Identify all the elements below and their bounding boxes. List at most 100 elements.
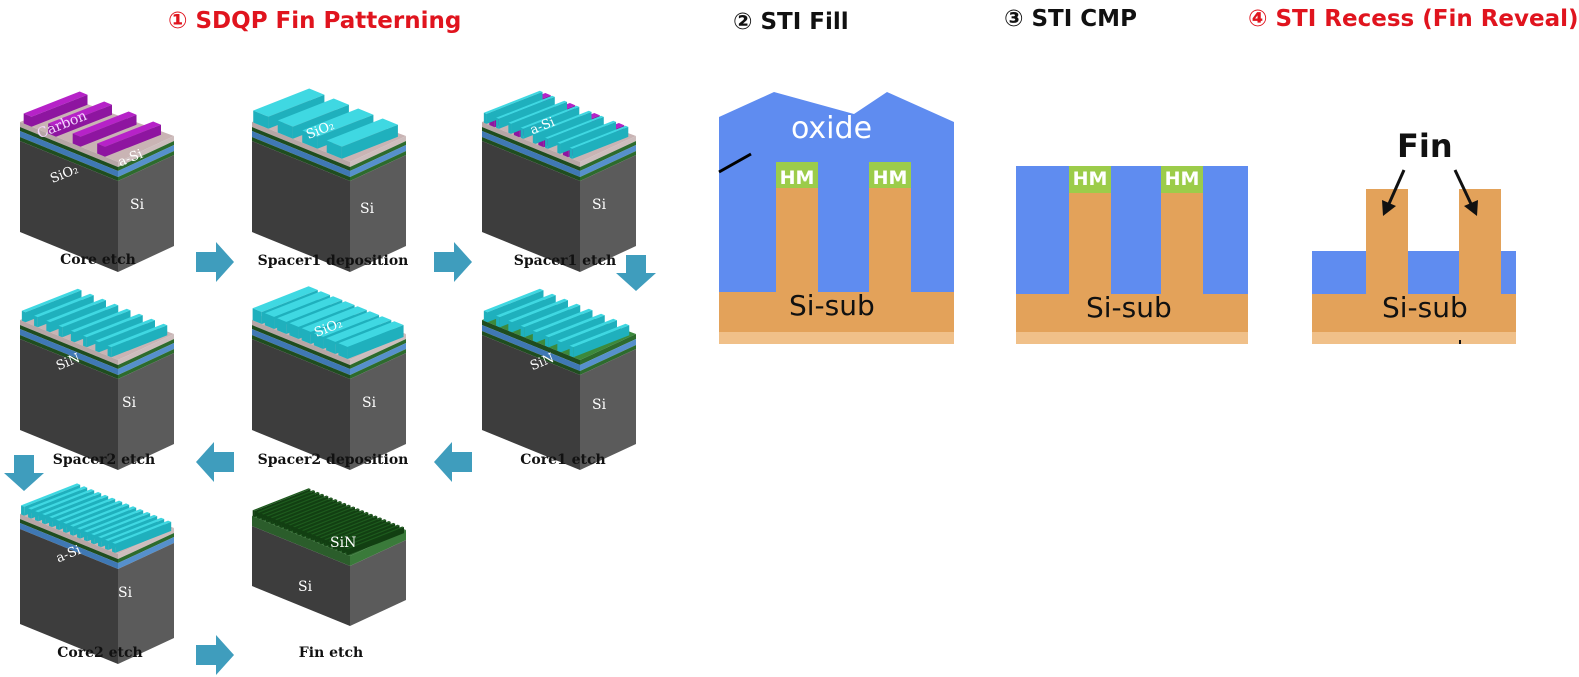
- line-side: [560, 121, 617, 154]
- block-layer: [20, 131, 118, 177]
- line-top: [496, 95, 555, 119]
- line-side: [346, 548, 348, 556]
- line-side: [302, 130, 318, 149]
- line-top: [97, 121, 162, 147]
- line-top: [328, 519, 387, 542]
- line-top: [508, 298, 569, 323]
- line-side: [310, 533, 313, 541]
- caption-spacer1-deposition: Spacer1 deposition: [257, 253, 409, 269]
- block-substrate: [20, 339, 118, 470]
- caption-core2-etch: Core2 etch: [57, 645, 143, 661]
- line-top: [58, 303, 119, 328]
- block-substrate: [252, 141, 350, 272]
- line-side: [56, 519, 60, 530]
- caption-spacer1-etch: Spacer1 etch: [513, 253, 617, 269]
- line-side: [277, 318, 287, 334]
- line-side: [326, 140, 342, 159]
- line-top: [545, 313, 605, 338]
- block-layer: [20, 325, 118, 369]
- line-top: [105, 517, 165, 541]
- title-sdqp-fin-patterning: ① SDQP Fin Patterning: [168, 8, 462, 34]
- line-top: [346, 526, 404, 550]
- line-side: [105, 124, 162, 157]
- line-top: [557, 120, 617, 144]
- line-side: [70, 525, 74, 536]
- arrow-right-icon: [196, 635, 234, 675]
- block-substrate: [580, 155, 636, 272]
- block-layer: [350, 343, 406, 375]
- block-layer: [20, 320, 118, 365]
- line-side: [301, 530, 304, 537]
- line-top: [72, 111, 137, 137]
- line-side: [496, 315, 500, 328]
- line-side: [288, 524, 291, 532]
- block-layer: [252, 131, 350, 177]
- line-top: [557, 318, 618, 343]
- line-side: [496, 117, 499, 129]
- line-side: [83, 335, 87, 348]
- block-substrate: [118, 155, 174, 272]
- line-top: [337, 522, 396, 546]
- line-top: [21, 483, 81, 507]
- line-side: [21, 505, 25, 516]
- block-layer: [20, 335, 118, 379]
- line-side: [573, 325, 630, 358]
- line-side: [523, 106, 580, 139]
- line-top: [253, 88, 325, 117]
- line-side: [313, 333, 324, 349]
- line-side: [511, 101, 568, 134]
- block-layer: [580, 141, 636, 171]
- line-top: [302, 108, 374, 137]
- line-top: [569, 125, 629, 149]
- title-sti-cmp: ③ STI CMP: [1004, 6, 1137, 32]
- line-side: [107, 345, 112, 358]
- line-top: [319, 515, 378, 539]
- block-layer: [118, 339, 174, 369]
- line-top: [532, 110, 592, 134]
- line-side: [483, 112, 487, 124]
- line-side: [253, 110, 269, 129]
- line-side: [72, 133, 81, 147]
- line-top: [35, 489, 95, 513]
- line-side: [306, 532, 308, 539]
- block-layer: [350, 145, 406, 177]
- line-side: [97, 143, 106, 157]
- line-side: [319, 537, 322, 545]
- line-top: [288, 502, 347, 526]
- line-side: [557, 340, 562, 353]
- line-side: [84, 531, 88, 542]
- label-si-2: Si: [360, 201, 375, 217]
- block-layer: [350, 151, 406, 181]
- line-side: [34, 315, 38, 328]
- block-layer: [482, 325, 580, 371]
- block-substrate: [20, 529, 118, 664]
- title-sti-fill: ② STI Fill: [733, 9, 849, 35]
- block-layer: [580, 145, 636, 177]
- block-substrate: [252, 526, 350, 626]
- line-side: [338, 343, 348, 359]
- line-side: [31, 94, 88, 127]
- block-layer: [20, 329, 118, 375]
- line-top: [315, 513, 373, 537]
- line-top: [277, 296, 343, 322]
- label-hm-cmp-2: HM: [1164, 168, 1200, 190]
- line-top: [483, 288, 544, 313]
- line-side: [572, 126, 629, 159]
- label-si-5: Si: [362, 395, 377, 411]
- block-substrate: [20, 141, 118, 272]
- line-side: [326, 338, 336, 354]
- line-side: [111, 325, 168, 358]
- arrow-left-icon: [434, 442, 472, 482]
- line-top: [496, 293, 556, 318]
- line-top: [338, 321, 404, 347]
- block-layer: [118, 528, 174, 559]
- block-layer: [482, 320, 580, 365]
- block-layer: [482, 127, 580, 171]
- line-side: [264, 313, 275, 329]
- line-side: [77, 528, 81, 539]
- line-side: [532, 132, 536, 144]
- line-side: [347, 527, 404, 556]
- line-top: [252, 488, 311, 511]
- line-top: [306, 510, 364, 533]
- line-top: [323, 517, 382, 541]
